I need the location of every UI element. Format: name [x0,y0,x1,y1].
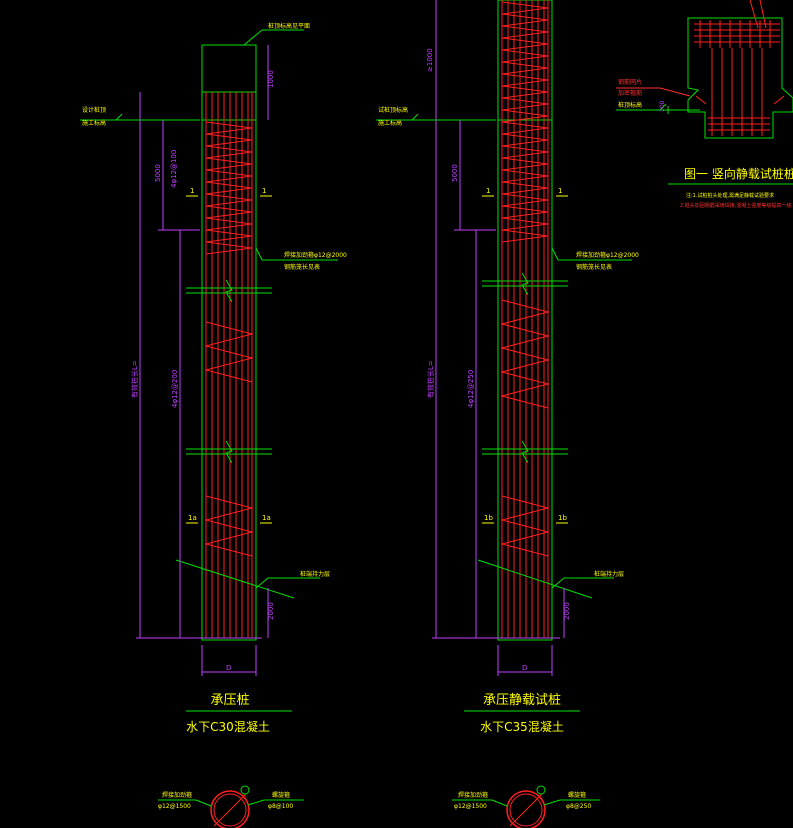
left-leader-mid-1: 焊接加劲箍φ12@2000 [284,251,347,259]
left-pile-outline [201,44,257,641]
left-dim-upper: 5000 [154,164,162,182]
left-break-upper [186,279,272,303]
left-section-mark-2a: 1a [188,514,197,522]
right-dim-bottom: 2000 [563,602,571,620]
left-dim-mid: 4φ12@200 [171,370,179,408]
right-dimensions [432,0,565,676]
left-longitudinal-rebars [205,92,253,638]
right-dim-total: 有效桩长L= [426,360,435,398]
right-leader-mid-2: 钢筋笼长见表 [576,263,612,271]
left-subtitle: 水下C30混凝土 [186,719,270,734]
left-leader-mid-2: 钢筋笼长见表 [284,263,320,271]
detail-title: 图一 竖向静载试桩桩头详 [684,166,793,181]
detail-note-2: 2.桩头加固钢筋采用焊接,混凝土强度等级提高一级 [680,202,791,209]
left-section-left-2: φ12@1500 [158,803,191,810]
left-title: 承压桩 [210,693,249,708]
right-section-right-2: φ8@250 [566,803,591,810]
left-dim-total: 有效桩长L= [130,360,139,398]
pile-head-detail: 钢筋网片 加密箍筋 桩顶标高 100 图一 竖向静载试桩桩头详 注:1.试桩桩头… [616,0,793,209]
left-section-mark-1b: 1 [262,187,266,195]
left-leader-top-left-2: 施工标高 [82,119,106,127]
right-section-circle [452,785,600,828]
right-section-mark-1a: 1 [486,187,490,195]
left-section-right-2: φ8@100 [268,803,293,810]
right-section-mark-2b: 1b [558,514,567,522]
detail-dim: 100 [659,100,666,112]
detail-note-1: 注:1.试桩桩头处理,需满足静载试验要求 [686,192,774,199]
right-dense-spiral [501,1,549,243]
detail-leader-1: 钢筋网片 [618,78,642,86]
right-dim-top: ≥1000 [426,48,434,72]
left-dim-bottom: 2000 [267,602,275,620]
left-section-circle [158,785,304,828]
detail-leader-2: 加密箍筋 [618,89,642,97]
right-break-upper [482,272,568,296]
left-dense-spiral [205,121,253,255]
right-leader-top-left-2: 施工标高 [378,119,402,127]
right-dim-diameter: D [522,664,527,672]
right-section-right-1: 螺旋箍 [568,791,586,799]
right-section-mark-2a: 1b [484,514,493,522]
right-dim-upper: 5000 [451,164,459,182]
left-section-mark-2b: 1a [262,514,271,522]
right-dim-mid: 4φ12@250 [467,370,475,408]
right-sparse-spiral [500,299,550,409]
left-lower-spiral [204,495,254,557]
right-pile: ≥1000 5000 有效桩长L= 4φ12@250 2000 D 1 1 1b… [376,0,639,828]
left-section-right-1: 螺旋箍 [272,791,290,799]
left-leaders [80,29,338,589]
right-section-mark-1b: 1 [558,187,562,195]
left-sparse-spiral [204,321,254,383]
right-pile-outline [497,0,553,641]
right-section-left-2: φ12@1500 [454,803,487,810]
left-dimensions [136,45,269,676]
right-section-left-1: 焊接加劲箍 [458,791,488,799]
right-lower-spiral [500,495,550,557]
right-break-lower [482,440,568,464]
left-section-left-1: 焊接加劲箍 [162,791,192,799]
left-section-mark-1a: 1 [190,187,194,195]
left-leader-top-left-1: 设计桩顶 [82,106,106,114]
left-leader-bottom: 桩端持力层 [300,570,330,578]
left-dim-diameter: D [226,664,231,672]
right-leader-top-left-1: 试桩顶标高 [378,106,408,114]
right-title: 承压静载试桩 [483,693,561,708]
left-bearing-line [175,559,295,599]
left-dim-upper-rebar: 4φ12@100 [170,150,178,188]
left-leader-top: 桩顶标高见平面 [268,22,310,30]
left-pile: 1000 5000 4φ12@100 有效桩长L= 4φ12@200 2000 … [80,22,347,828]
right-leaders [376,113,632,589]
right-subtitle: 水下C35混凝土 [480,719,564,734]
right-leader-mid-1: 焊接加劲箍φ12@2000 [576,251,639,259]
left-dim-top: 1000 [267,70,275,88]
right-bearing-line [477,559,593,599]
left-break-lower [186,440,272,464]
right-leader-bottom: 桩端持力层 [594,570,624,578]
detail-leader-3: 桩顶标高 [618,101,642,109]
